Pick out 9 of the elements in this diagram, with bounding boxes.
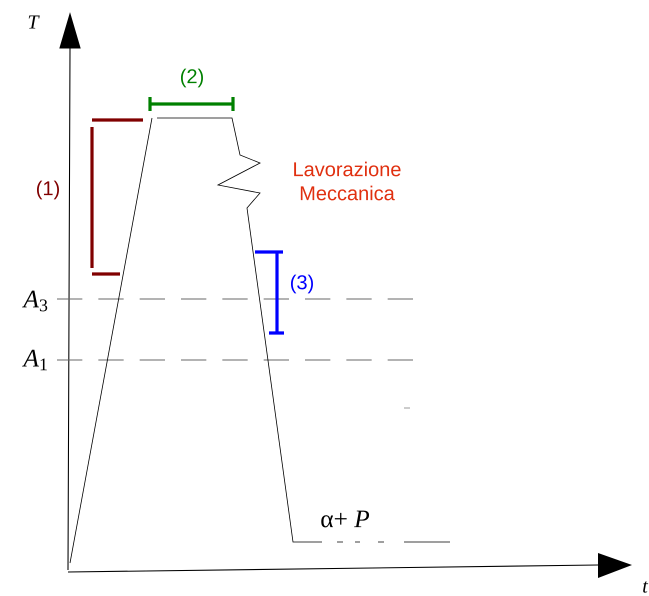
bracket-label: (3) bbox=[291, 274, 313, 294]
bracket-label: (1) bbox=[37, 180, 59, 200]
bracket-label: (2) bbox=[181, 68, 203, 88]
annotation-text: Lavorazione Meccanica bbox=[294, 162, 401, 200]
phase-label: α+ P bbox=[321, 510, 370, 528]
axis-label: t bbox=[643, 581, 648, 593]
threshold-label: A$_{3}$ bbox=[22, 290, 48, 312]
axis-label: T bbox=[28, 15, 40, 29]
threshold-label: A$_{1}$ bbox=[22, 350, 47, 370]
